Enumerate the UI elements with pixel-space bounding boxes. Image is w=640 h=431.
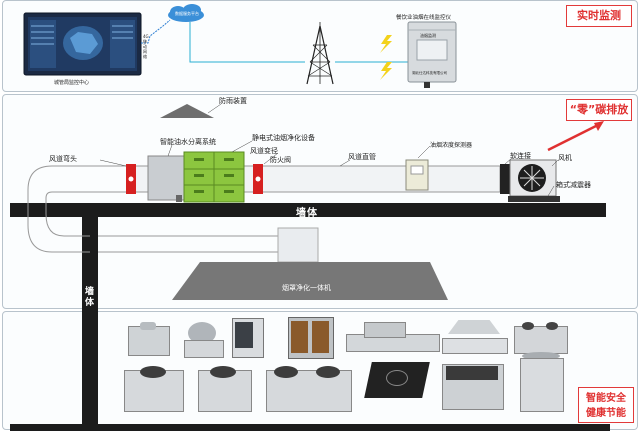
- double-stove: [514, 320, 568, 354]
- wireless-signal-icon: [380, 35, 392, 53]
- double-wok-range: [264, 362, 352, 412]
- electrostatic-purifier: [183, 151, 245, 203]
- horizontal-wall: [10, 203, 606, 217]
- oil-smoke-detector: [405, 159, 429, 191]
- wall-vertical-label: 墙体: [85, 287, 96, 308]
- combi-oven: [232, 318, 264, 358]
- esp-label: 静电式油烟净化设备: [252, 134, 315, 142]
- duct-reducer-label: 风道变径: [250, 147, 278, 155]
- monitor-screen: [23, 12, 142, 76]
- wireless-signal-icon-2: [380, 62, 392, 80]
- range-hood: [442, 320, 508, 354]
- network-caption: 4G 移动网络: [143, 34, 149, 59]
- duct-elbow-label: 风道弯头: [49, 155, 77, 163]
- bottom-wall: [10, 424, 610, 431]
- instrument-screen-text: 油烟监测: [420, 33, 436, 38]
- wall-label: 墙体: [296, 208, 318, 219]
- vertical-wall: [82, 217, 98, 431]
- smart-safety-line2: 健康节能: [586, 408, 626, 419]
- detector-label: 油烟浓度探测器: [430, 142, 473, 149]
- rain-cap: [160, 104, 214, 118]
- zero-carbon-badge: “零”碳排放: [566, 99, 632, 121]
- multi-burner-stove: [440, 358, 504, 412]
- wok-range-1: [122, 362, 184, 412]
- oil-water-separator-label: 智能油水分离系统: [160, 138, 216, 146]
- straight-duct-label: 风道直管: [348, 153, 376, 161]
- steam-cabinet: [288, 317, 334, 359]
- fan-unit: [509, 159, 557, 197]
- hood-purifier: [172, 262, 448, 300]
- induction-cooker: [364, 358, 430, 412]
- stir-fry-machine: [180, 318, 226, 358]
- cloud-caption: 数据服务平台: [175, 11, 199, 16]
- single-stove-appliance: [126, 322, 170, 356]
- instrument-title: 餐饮业油烟在线监控仪: [396, 15, 452, 21]
- vibration-damper: [508, 196, 560, 202]
- fan-label: 风机: [558, 154, 572, 162]
- wok-range-2: [196, 362, 252, 412]
- fire-valve-label: 防火阀: [270, 156, 291, 164]
- exhaust-arrow: [547, 122, 601, 152]
- signal-tower-icon: [306, 22, 334, 85]
- realtime-monitoring-badge: 实时监测: [566, 5, 632, 27]
- instrument-footer: 湖北仕达科技有限公司: [412, 71, 447, 75]
- smart-safety-line1: 智能安全: [586, 393, 626, 404]
- cloud-icon: [168, 4, 204, 22]
- soft-joint-label: 软连接: [510, 152, 531, 160]
- soft-connection: [500, 164, 510, 194]
- oil-water-separator: [147, 155, 185, 201]
- duct-system: [27, 165, 501, 263]
- hood-purifier-label: 烟罩净化一体机: [282, 284, 331, 292]
- monitor-caption: 城管局监控中心: [54, 80, 90, 86]
- monitoring-instrument: [407, 21, 457, 88]
- rain-cap-label: 防雨装置: [219, 97, 247, 105]
- dishwasher-line: [346, 320, 440, 354]
- soup-kettle: [518, 352, 564, 412]
- vibration-damper-label: 箱式减震器: [556, 181, 591, 189]
- smart-safety-badge: 智能安全 健康节能: [578, 387, 634, 423]
